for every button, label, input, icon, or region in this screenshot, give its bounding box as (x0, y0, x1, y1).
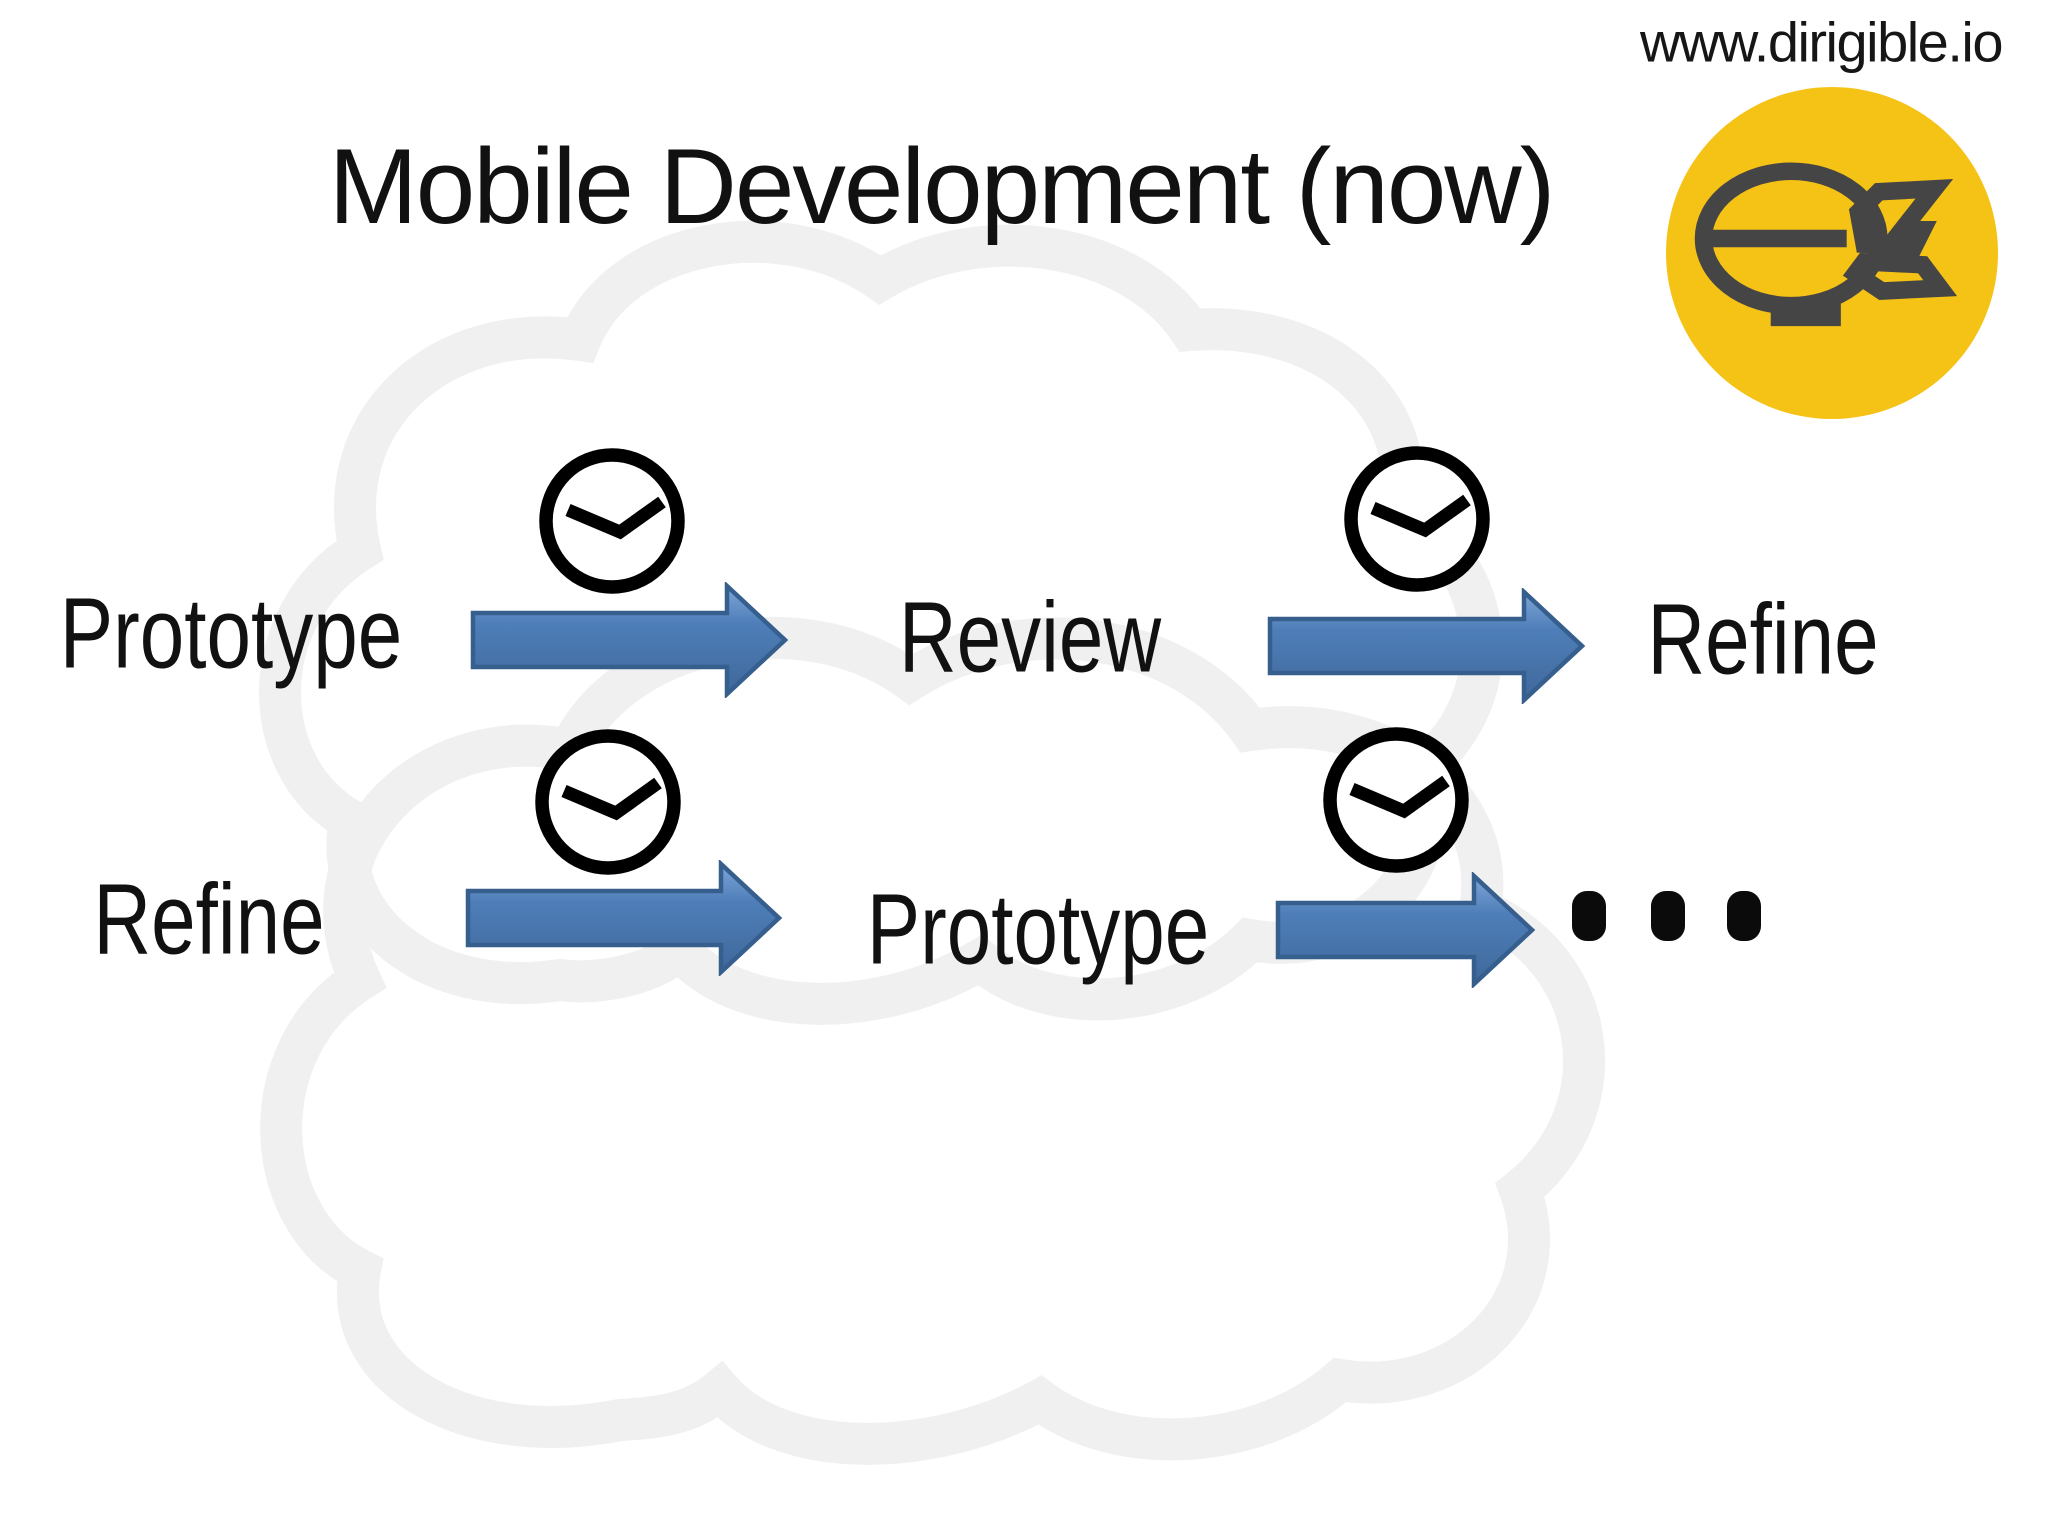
flow-arrow-right-icon (470, 582, 789, 698)
flow-arrow-right-icon (465, 860, 783, 976)
cloud-outline-lower (260, 616, 1606, 1465)
flow-arrow-right-icon (1275, 872, 1536, 988)
clock-icon (539, 448, 685, 594)
dirigible-logo (1666, 87, 1998, 419)
clock-icon (535, 729, 681, 875)
step-label-prototype-2: Prototype (866, 873, 1210, 986)
continuation-dot (1572, 891, 1606, 941)
step-label-refine-1: Refine (1647, 583, 1879, 696)
page-title: Mobile Development (now) (328, 126, 1556, 246)
cloud-outline-upper (259, 220, 1503, 1025)
clock-icon (1323, 727, 1469, 873)
step-label-review: Review (898, 581, 1162, 694)
continuation-dot (1651, 891, 1685, 941)
continuation-dot (1727, 891, 1761, 941)
step-label-refine-2: Refine (93, 863, 325, 976)
flow-arrow-right-icon (1267, 588, 1586, 704)
blimp-icon (1694, 162, 1957, 327)
clock-icon (1344, 446, 1490, 592)
site-url-label: www.dirigible.io (1640, 10, 2003, 74)
step-label-prototype-1: Prototype (59, 577, 403, 690)
